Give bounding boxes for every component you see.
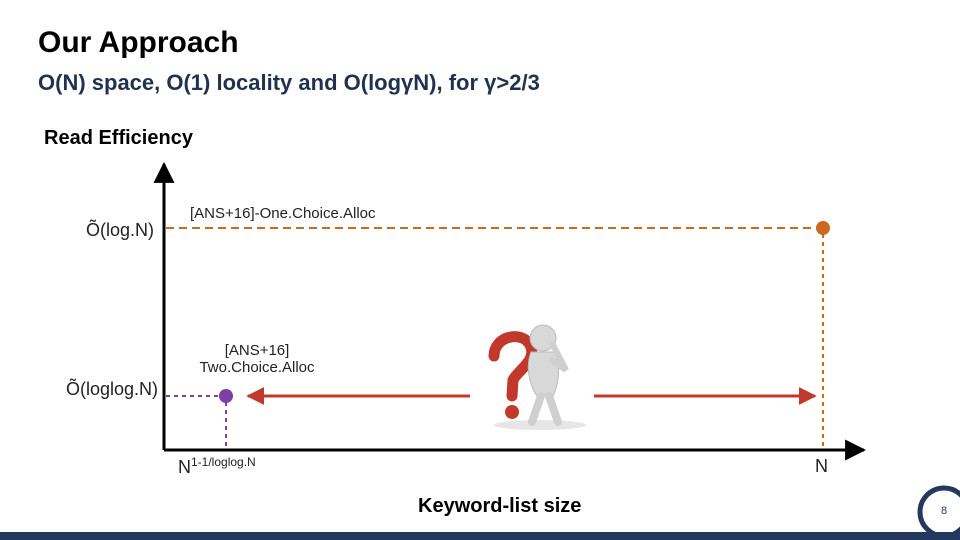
two-choice-label: [ANS+16] Two.Choice.Alloc (182, 342, 332, 376)
x-tick-right: N (815, 456, 828, 476)
two-choice-label-ref: [ANS+16] (224, 342, 290, 359)
two-choice-label-name: Two.Choice.Alloc (199, 359, 315, 376)
y-tick-loglog: Õ(loglog.N) (66, 379, 159, 399)
x-tick-left: N1-1/loglog.N (178, 455, 256, 478)
slide-title: Our Approach (38, 26, 239, 59)
thinking-person-with-question-mark-icon (488, 324, 586, 430)
x-axis-label: Keyword-list size (418, 495, 582, 517)
y-axis-label: Read Efficiency (44, 127, 193, 149)
one-choice-label: [ANS+16]-One.Choice.Alloc (190, 205, 376, 222)
footer-bar (0, 532, 960, 540)
one-choice-point (816, 221, 830, 235)
page-number: 8 (940, 505, 948, 517)
two-choice-point (219, 389, 233, 403)
y-tick-log: Õ(log.N) (86, 220, 155, 240)
x-tick-left-base: N (178, 457, 191, 477)
x-tick-left-exponent: 1-1/loglog.N (191, 455, 256, 469)
slide-subtitle: O(N) space, O(1) locality and O(logγN), … (38, 70, 540, 95)
